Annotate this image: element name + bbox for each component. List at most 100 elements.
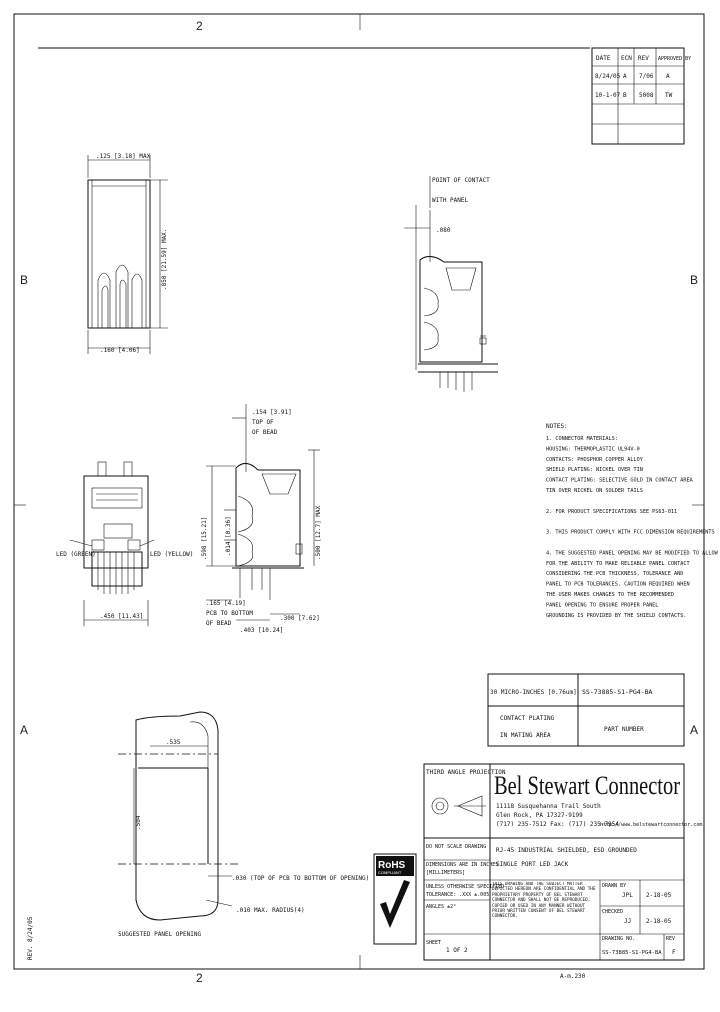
drawing-no-label: DRAWING NO.: [602, 936, 635, 942]
note-line: TIN OVER NICKEL ON SOLDER TAILS: [546, 488, 643, 494]
drawing-no-value: SS-73885-S1-PG4-BA: [602, 950, 662, 956]
checked-label: CHECKED: [602, 909, 623, 915]
rev-row2-rev: 5008: [639, 92, 654, 99]
note-line: 2. FOR PRODUCT SPECIFICATIONS SEE PS63-0…: [546, 509, 677, 515]
zone-left-a: A: [20, 723, 28, 737]
zone-right-b: B: [690, 273, 698, 287]
description-line-1: RJ-45 INDUSTRIAL SHIELDED, ESD GROUNDED: [496, 847, 637, 854]
sv2-bottom-left-dim: .403 [10.24]: [240, 627, 283, 634]
sv2-lower-l2: PCB TO BOTTOM: [206, 610, 253, 617]
dims-note-1: DIMENSIONS ARE IN INCHES: [426, 862, 498, 868]
opening-radius-dim: .010 MAX. RADIUS(4): [236, 907, 305, 914]
contact-label-2: WITH PANEL: [432, 197, 469, 204]
rev-header-ecn: ECN: [621, 55, 632, 62]
opening-pcb-dim: .030 (TOP OF PCB TO BOTTOM OF OPENING): [232, 875, 369, 882]
rev-header-approved: APPROVED BY: [658, 56, 691, 62]
part-number-box: 30 MICRO-INCHES [0.76um] SS-73885-S1-PG4…: [487, 673, 685, 747]
contact-detail-drawing: POINT OF CONTACT WITH PANEL .080: [404, 176, 498, 392]
led-green-label: LED (GREEN): [56, 551, 96, 558]
drawing-border: [13, 13, 705, 970]
drawn-by: JPL: [622, 892, 633, 899]
zone-bottom-marker: 2: [196, 971, 203, 985]
company-address-1: 11118 Susquehanna Trail South: [496, 803, 601, 810]
tol-note-3: ANGLES ±2°: [426, 904, 456, 910]
dims-note-2: [MILLIMETERS]: [426, 870, 465, 876]
bottom-file-note: A-m.230: [560, 973, 586, 980]
rev-row2-approved: TW: [665, 92, 673, 99]
note-line: CONSIDERING THE PCB THICKNESS, TOLERANCE…: [546, 571, 683, 577]
side-height-dim: .850 [21.59] MAX.: [161, 229, 168, 290]
notes-title: NOTES:: [546, 423, 568, 430]
scale-note: DO NOT SCALE DRAWING: [426, 844, 486, 850]
rohs-compliant-logo: RoHS COMPLIANT: [373, 853, 417, 945]
drawn-date: 2-18-05: [646, 892, 672, 899]
rev-value: F: [672, 949, 676, 956]
rev-row1-rev: 7/06: [639, 73, 654, 80]
note-line: CONTACTS: PHOSPHOR COPPER ALLOY: [546, 457, 644, 463]
side-view-drawing: .125 [3.18] MAX .850 [21.59] MAX. .160 […: [87, 153, 168, 354]
side-view-2-drawing: .154 [3.91] TOP OF OF BEAD .598 [15.21] …: [201, 404, 322, 634]
contact-dim: .080: [436, 227, 451, 234]
note-line: GROUNDING IS PROVIDED BY THE SHIELD CONT…: [546, 613, 687, 619]
drawn-label: DRAWN BY: [602, 883, 626, 889]
tol-note-1: UNLESS OTHERWISE SPECIFIED: [426, 884, 504, 890]
front-view-drawing: LED (GREEN) LED (YELLOW) .450 [11.43]: [56, 461, 193, 626]
svg-text:RoHS: RoHS: [378, 860, 406, 871]
panel-opening-drawing: .535 .504 .030 (TOP OF PCB TO BOTTOM OF …: [118, 711, 369, 938]
note-line: 1. CONNECTOR MATERIALS:: [546, 436, 618, 442]
part-number-label: PART NUMBER: [604, 726, 644, 733]
note-line: HOUSING: THERMOPLASTIC UL94V-0: [546, 446, 640, 452]
sv2-lower-dim: .165 [4.19]: [206, 600, 246, 607]
rev-row1-ecn: A: [623, 73, 627, 80]
sheet-value: 1 OF 2: [446, 947, 468, 954]
led-yellow-label: LED (YELLOW): [150, 551, 193, 558]
rev-row1-approved: A: [666, 73, 670, 80]
contact-plating-value: 30 MICRO-INCHES [0.76um]: [490, 689, 577, 696]
side-bottom-dim: .160 [4.06]: [100, 347, 140, 354]
company-name: Bel Stewart Connector: [494, 771, 680, 800]
zone-top-marker: 2: [196, 19, 203, 33]
sv2-bottom-right-dim: .300 [7.62]: [280, 615, 320, 622]
sv2-inner-dim: .014 [0.36]: [225, 516, 232, 556]
rev-header-date: DATE: [596, 55, 611, 62]
company-phone: (717) 235-7512 Fax: (717) 235-7954: [496, 821, 619, 828]
margin-rev-note: REV. 8/24/05: [27, 916, 34, 960]
side-top-dim: .125 [3.18] MAX: [96, 153, 151, 160]
note-line: PANEL TO PCB TOLERANCES. CAUTION REQUIRE…: [546, 582, 690, 588]
opening-width-dim: .535: [166, 739, 181, 746]
zone-right-a: A: [690, 723, 698, 737]
part-number-value: SS-73885-S1-PG4-BA: [582, 688, 653, 696]
note-line: SHIELD PLATING: NICKEL OVER TIN: [546, 467, 643, 473]
title-block: THIRD ANGLE PROJECTION Bel Stewart Conne…: [373, 763, 702, 961]
plating-label-2: IN MATING AREA: [500, 732, 551, 739]
sheet-label: SHEET: [426, 940, 441, 946]
notes-block: NOTES: 1. CONNECTOR MATERIALS: HOUSING: …: [546, 423, 719, 619]
sv2-height-dim: .598 [15.21]: [201, 517, 208, 560]
proprietary-notice: THIS DRAWING AND THE SUBJECT MATTER DEPI…: [492, 882, 596, 920]
note-line: 4. THE SUGGESTED PANEL OPENING MAY BE MO…: [546, 550, 719, 556]
rev-row1-date: 8/24/05: [595, 73, 621, 80]
revision-table: DATE ECN REV APPROVED BY 8/24/05 A 7/06 …: [591, 47, 691, 145]
note-line: THE USER MAKES CHANGES TO THE RECOMMENDE…: [546, 592, 674, 598]
checked-date: 2-18-05: [646, 918, 672, 925]
sv2-top-dim: .154 [3.91]: [252, 409, 292, 416]
sv2-lower-l3: OF BEAD: [206, 620, 232, 627]
plating-label-1: CONTACT PLATING: [500, 715, 555, 722]
sv2-top-l3: OF BEAD: [252, 429, 278, 436]
rev-row2-ecn: B: [623, 92, 627, 99]
note-line: CONTACT PLATING: SELECTIVE GOLD IN CONTA…: [546, 478, 694, 484]
company-web: http://www.belstewartconnector.com: [600, 822, 702, 828]
note-line: 3. THIS PRODUCT COMPLY WITH FCC DIMENSIO…: [546, 530, 715, 536]
svg-text:COMPLIANT: COMPLIANT: [378, 870, 402, 875]
note-line: FOR THE ABILITY TO MAKE RELIABLE PANEL C…: [546, 561, 690, 567]
zone-left-b: B: [20, 273, 28, 287]
sv2-right-dim: .500 [12.7] MAX: [315, 505, 322, 560]
opening-height-dim: .504: [135, 815, 142, 830]
rev-label: REV: [666, 936, 675, 942]
opening-caption: SUGGESTED PANEL OPENING: [118, 931, 201, 938]
contact-label-1: POINT OF CONTACT: [432, 177, 490, 184]
checked-by: JJ: [624, 918, 631, 925]
front-width-dim: .450 [11.43]: [100, 613, 143, 620]
note-line: PANEL OPENING TO ENSURE PROPER PANEL: [546, 602, 658, 608]
